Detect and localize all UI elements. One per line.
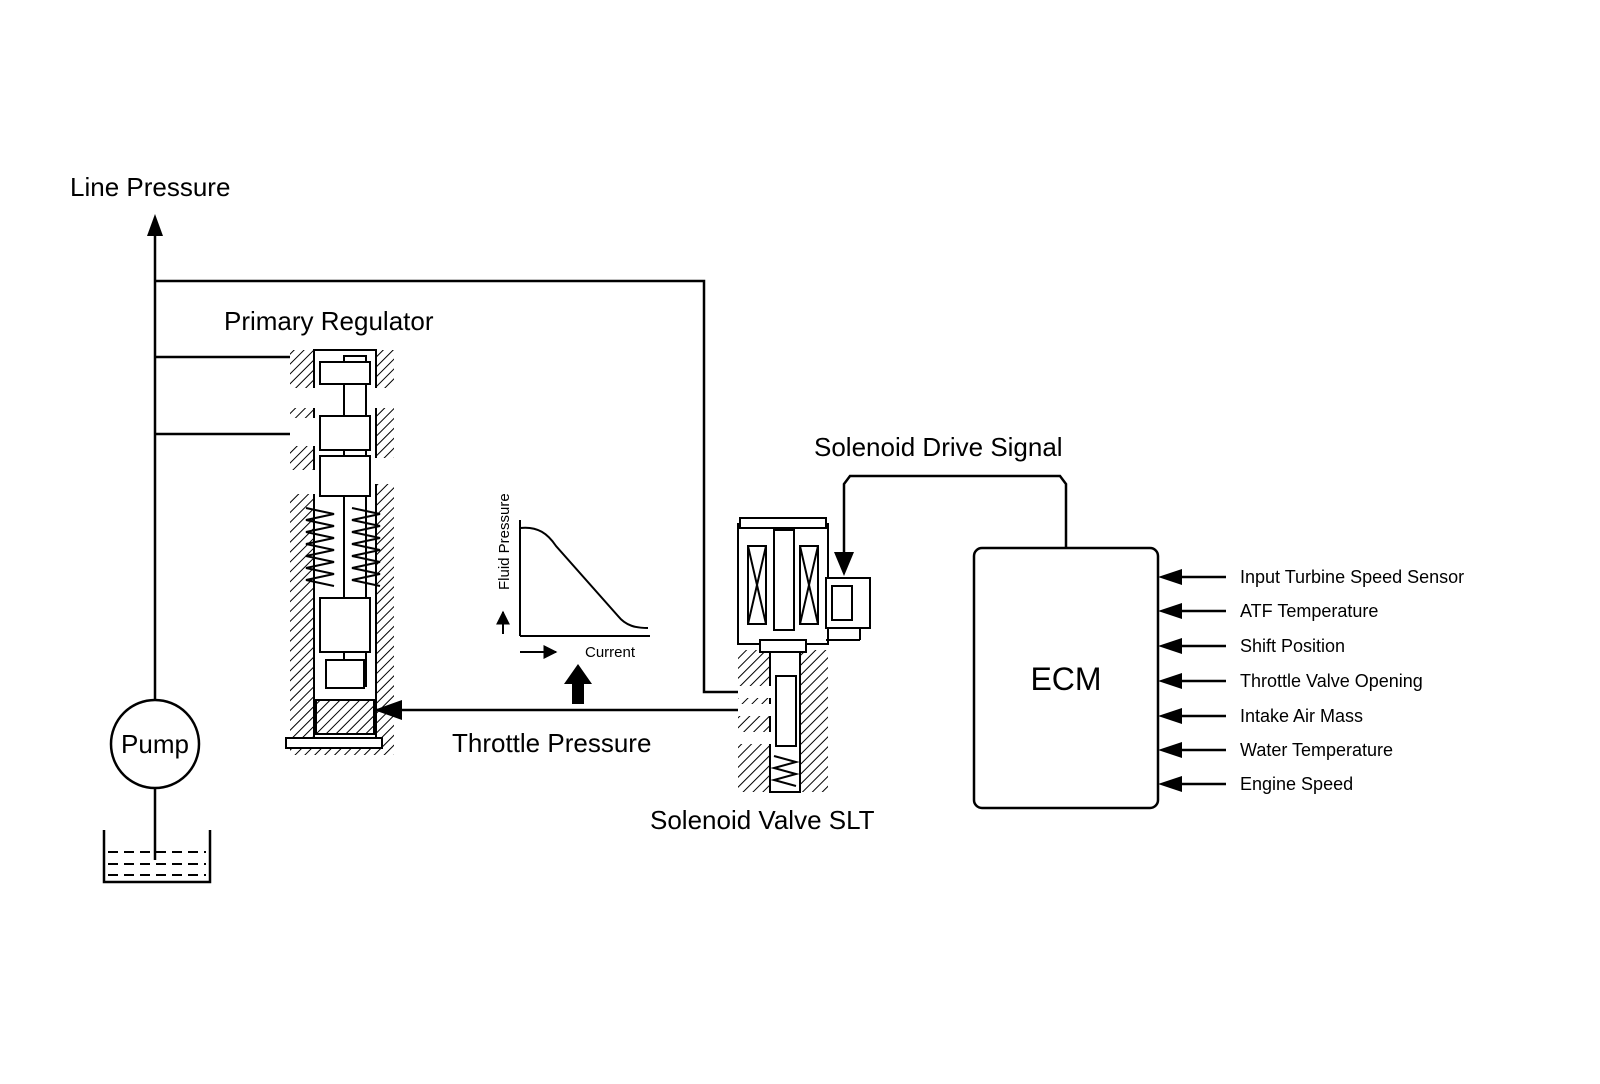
drive-signal-arrow-icon bbox=[834, 552, 854, 576]
ecm-input-arrow-icon bbox=[1158, 742, 1182, 758]
ecm-input-arrow-icon bbox=[1158, 708, 1182, 724]
ecm-input-item: Throttle Valve Opening bbox=[1158, 671, 1423, 691]
line-pressure-label: Line Pressure bbox=[70, 172, 230, 202]
ecm-input-item: ATF Temperature bbox=[1158, 601, 1378, 621]
ecm-input-label: ATF Temperature bbox=[1240, 601, 1378, 621]
graph-curve bbox=[519, 526, 649, 629]
ecm-input-label: Intake Air Mass bbox=[1240, 706, 1363, 726]
ecm-input-item: Intake Air Mass bbox=[1158, 706, 1363, 726]
pump-label: Pump bbox=[121, 729, 189, 759]
up-arrow-icon bbox=[564, 664, 592, 704]
ecm-label: ECM bbox=[1030, 661, 1101, 697]
pressure-current-graph: Fluid Pressure Current bbox=[496, 493, 650, 661]
graph-y-label: Fluid Pressure bbox=[496, 493, 513, 590]
oil-pan-icon bbox=[102, 830, 212, 884]
ecm-input-item: Shift Position bbox=[1158, 636, 1345, 656]
ecm-input-item: Engine Speed bbox=[1158, 774, 1353, 794]
line-pressure-arrow-icon bbox=[147, 214, 163, 236]
ecm-input-arrow-icon bbox=[1158, 603, 1182, 619]
ecm-box bbox=[972, 546, 1160, 810]
primary-regulator-valve-icon bbox=[285, 349, 394, 755]
ecm-input-label: Input Turbine Speed Sensor bbox=[1240, 567, 1464, 587]
graph-x-label: Current bbox=[585, 644, 636, 661]
ecm-input-item: Input Turbine Speed Sensor bbox=[1158, 567, 1464, 587]
ecm-input-label: Engine Speed bbox=[1240, 774, 1353, 794]
line-pressure-circuit bbox=[147, 214, 742, 860]
ecm-input-arrow-icon bbox=[1158, 569, 1182, 585]
feedback-line bbox=[155, 279, 742, 694]
ecm-input-label: Shift Position bbox=[1240, 636, 1345, 656]
ecm-input-arrow-icon bbox=[1158, 776, 1182, 792]
pump-icon bbox=[109, 698, 201, 790]
solenoid-drive-signal-line bbox=[842, 474, 1068, 554]
solenoid-valve-slt-icon bbox=[737, 517, 871, 793]
ecm-input-arrow-icon bbox=[1158, 673, 1182, 689]
ecm-input-arrow-icon bbox=[1158, 638, 1182, 654]
ecm-input-label: Throttle Valve Opening bbox=[1240, 671, 1423, 691]
throttle-pressure-label: Throttle Pressure bbox=[452, 728, 651, 758]
primary-regulator-label: Primary Regulator bbox=[224, 306, 434, 336]
solenoid-valve-slt-label: Solenoid Valve SLT bbox=[650, 805, 875, 835]
solenoid-drive-signal-label: Solenoid Drive Signal bbox=[814, 432, 1063, 462]
ecm-input-label: Water Temperature bbox=[1240, 740, 1393, 760]
ecm-input-item: Water Temperature bbox=[1158, 740, 1393, 760]
throttle-pressure-arrow-icon bbox=[374, 700, 402, 720]
